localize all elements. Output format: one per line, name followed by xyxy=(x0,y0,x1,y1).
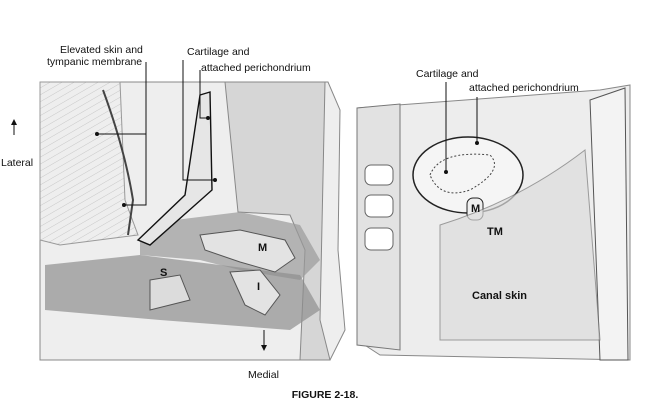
left-ear-cross-section xyxy=(39,81,346,361)
label-incus: I xyxy=(257,281,261,293)
label-malleus: M xyxy=(258,242,268,254)
label-cartilage-line1: Cartilage and xyxy=(187,46,250,58)
label-elevated-skin-line2: tympanic membrane xyxy=(47,56,143,68)
right-label-malleus: M xyxy=(471,203,481,215)
label-elevated-skin-line1: Elevated skin and xyxy=(60,44,143,56)
leader-lines xyxy=(11,60,478,351)
label-cartilage-line2: attached perichondrium xyxy=(201,62,311,74)
right-label-tympanic-membrane: TM xyxy=(487,226,503,238)
label-medial: Medial xyxy=(248,369,279,381)
right-ear-canal-view xyxy=(356,84,631,361)
label-stapes: S xyxy=(160,267,168,279)
right-label-cartilage-line1: Cartilage and xyxy=(416,68,479,80)
label-lateral: Lateral xyxy=(1,157,34,169)
right-label-cartilage-line2: attached perichondrium xyxy=(469,82,579,94)
right-label-canal-skin: Canal skin xyxy=(472,290,528,302)
figure-caption: FIGURE 2-18. xyxy=(291,389,359,401)
